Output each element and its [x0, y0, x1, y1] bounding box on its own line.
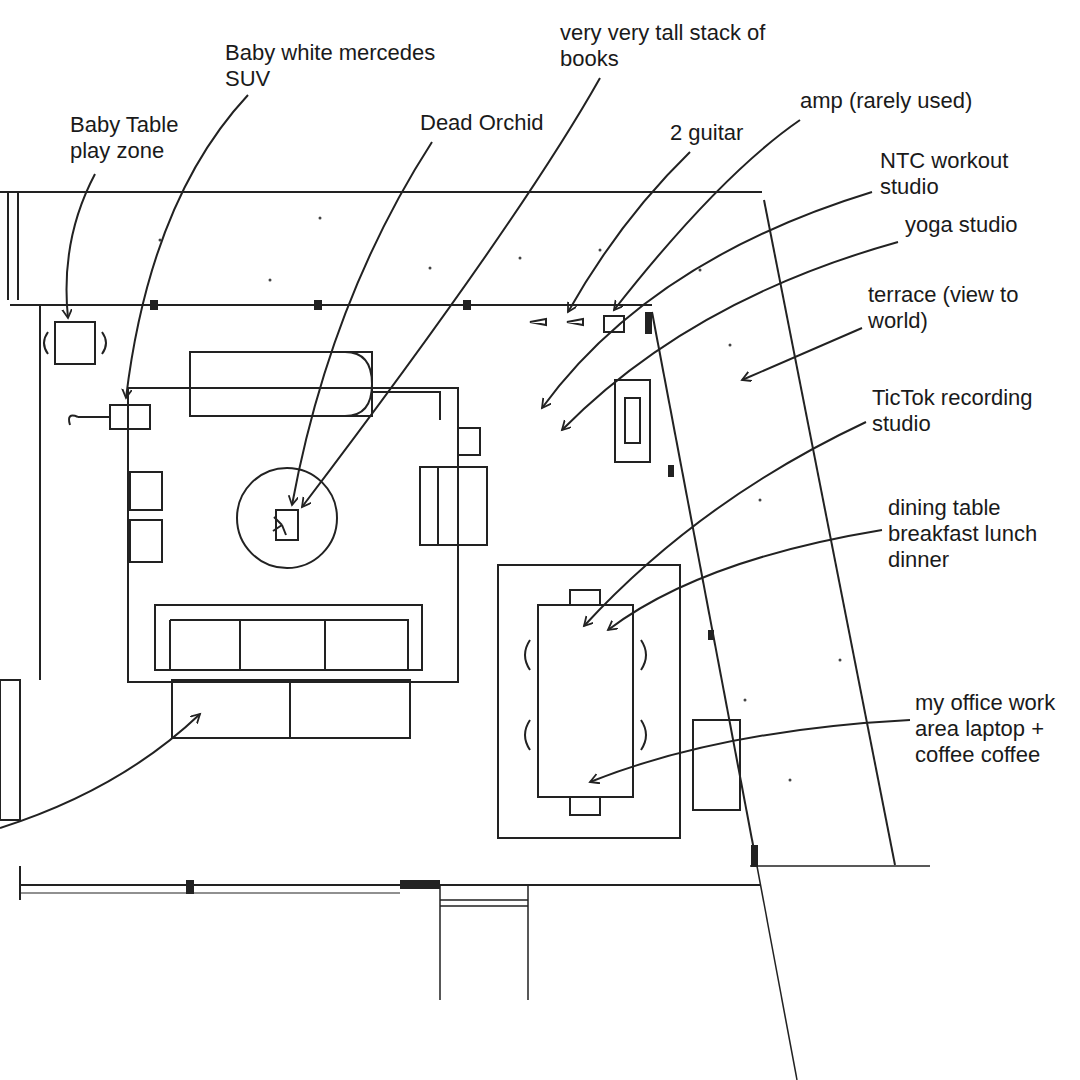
annotation-label: Baby white mercedes SUV: [225, 40, 440, 92]
terrace-dots: [159, 217, 842, 782]
annotation-label: my office work area laptop + coffee coff…: [915, 690, 1070, 768]
posts: [150, 300, 758, 894]
annotation-label: 2 guitar: [670, 120, 770, 146]
annotation-label: Baby Table play zone: [70, 112, 200, 164]
annotation-label: NTC workout studio: [880, 148, 1070, 200]
leader-lines: [0, 78, 910, 828]
annotation-label: TicTok recording studio: [872, 385, 1072, 437]
annotation-label: dining table breakfast lunch dinner: [888, 495, 1038, 573]
walls: [0, 192, 930, 1080]
annotation-label: terrace (view to world): [868, 282, 1068, 334]
annotation-label: Dead Orchid: [420, 110, 570, 136]
furniture: [44, 316, 740, 838]
annotation-label: amp (rarely used): [800, 88, 1000, 114]
annotation-label: yoga studio: [905, 212, 1070, 238]
annotation-label: very very tall stack of books: [560, 20, 785, 72]
